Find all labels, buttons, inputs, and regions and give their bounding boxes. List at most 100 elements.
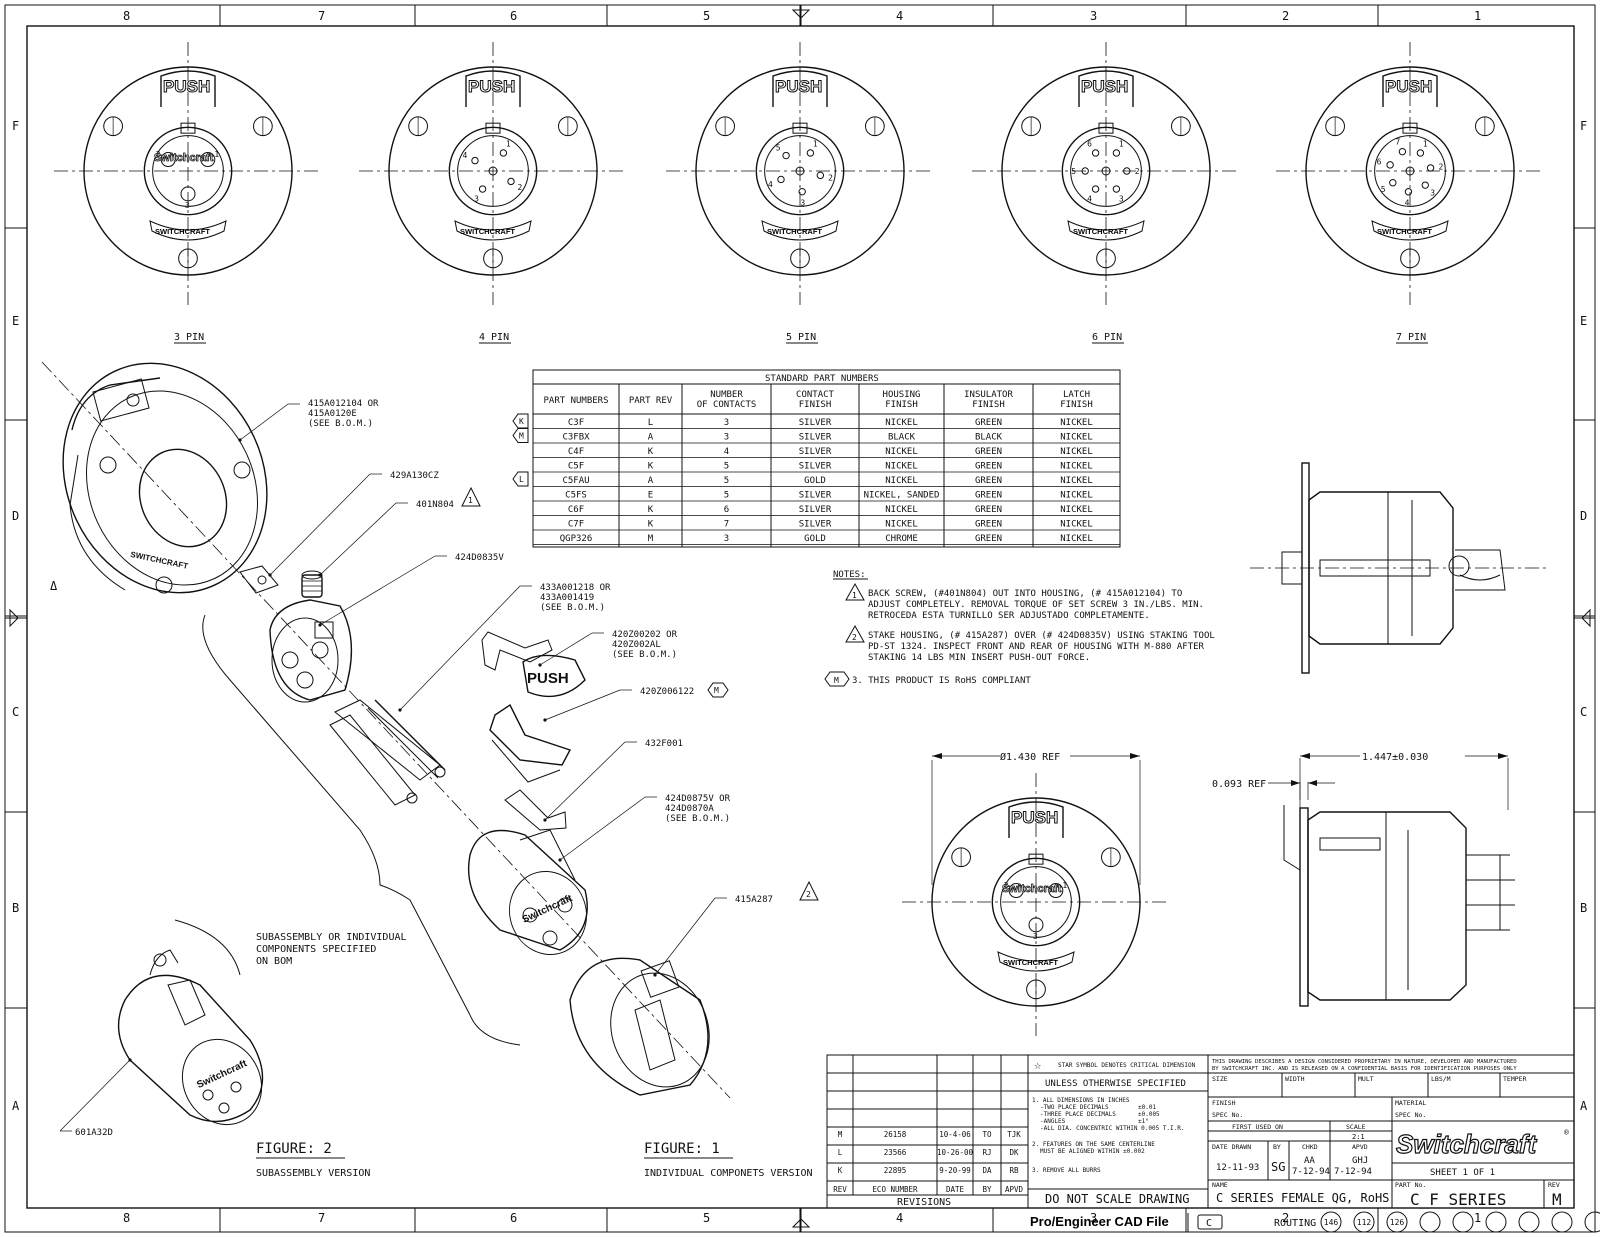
callout-mark: M xyxy=(714,686,719,695)
routing-code: 146 xyxy=(1324,1218,1339,1227)
table-cell: GREEN xyxy=(975,476,1002,486)
logo-band xyxy=(454,220,532,241)
callout-text: 424D0870A xyxy=(665,804,714,814)
revision-cell: 10-26-00 xyxy=(937,1148,974,1157)
zone-bottom-label: 3 xyxy=(1090,1211,1097,1225)
table-header: OF CONTACTS xyxy=(697,400,757,410)
svg-text:WIDTH: WIDTH xyxy=(1285,1075,1305,1083)
table-cell: GREEN xyxy=(975,462,1002,472)
zone-side-label: B xyxy=(12,901,19,915)
shell-part xyxy=(569,957,710,1096)
svg-text:CHKD: CHKD xyxy=(1302,1143,1318,1151)
table-cell: SILVER xyxy=(799,447,832,457)
key-slot xyxy=(792,122,808,134)
note-mark: M xyxy=(834,676,839,685)
leader-dot xyxy=(398,708,402,712)
contact-pin xyxy=(1426,164,1435,172)
svg-text:DATE DRAWN: DATE DRAWN xyxy=(1212,1143,1251,1151)
front-view-label: 6 PIN xyxy=(1092,332,1122,343)
note-line: RETROCEDA ESTA TURNILLO SER ADJUSTADO CO… xyxy=(868,611,1150,621)
flange-outline xyxy=(1305,66,1515,276)
table-header: PART NUMBERS xyxy=(543,396,608,406)
pin-number: 2 xyxy=(1438,162,1443,171)
pin-number: 2 xyxy=(1135,167,1140,176)
table-header: HOUSING xyxy=(883,390,921,400)
callout-text: 415A287 xyxy=(735,895,773,905)
figure1-caption: FIGURE: 1 INDIVIDUAL COMPONETS VERSION xyxy=(644,1141,813,1179)
connector-body xyxy=(1061,126,1151,216)
table-cell: GREEN xyxy=(975,534,1002,544)
revision-cell: 10-4-06 xyxy=(939,1130,971,1139)
note-line: STAKE HOUSING, (# 415A287) OVER (# 424D0… xyxy=(868,631,1215,641)
contact-pin xyxy=(1416,149,1425,157)
connector-inner xyxy=(764,135,836,207)
revision-cell: 26158 xyxy=(884,1130,907,1139)
leader-line xyxy=(399,585,521,711)
callout-text: 420Z00202 OR xyxy=(612,630,678,640)
leader-dot xyxy=(543,718,547,722)
revision-header-cell: DATE xyxy=(946,1185,965,1194)
table-cell: M xyxy=(648,534,654,544)
routing-circle xyxy=(1386,1211,1408,1233)
svg-text:-THREE PLACE DECIMALS: -THREE PLACE DECIMALS xyxy=(1040,1111,1116,1118)
table-cell: GOLD xyxy=(804,534,826,544)
front-view-label: 7 PIN xyxy=(1396,332,1426,343)
diameter-dimension: Ø1.430 REF xyxy=(931,751,1141,885)
zone-side-label: F xyxy=(1580,119,1587,133)
leader-line xyxy=(319,502,397,576)
push-label: PUSH xyxy=(163,77,210,96)
table-header: FINISH xyxy=(799,400,832,410)
pin-number: 1 xyxy=(1423,139,1428,148)
center-mark-top xyxy=(791,5,811,26)
rev-flag-letter: K xyxy=(519,417,524,426)
svg-text:±0.005: ±0.005 xyxy=(1138,1111,1160,1118)
table-cell: BLACK xyxy=(888,433,916,443)
pin-number: 3 xyxy=(1033,932,1038,941)
note-mark: 2 xyxy=(852,633,857,642)
revision-cell: DK xyxy=(1009,1148,1019,1157)
revision-cell: 23566 xyxy=(884,1148,907,1157)
routing-circle xyxy=(1518,1211,1540,1233)
svg-text:7-12-94: 7-12-94 xyxy=(1292,1167,1330,1177)
key-slot xyxy=(1098,122,1114,134)
svg-text:THIS DRAWING DESCRIBES A DESIG: THIS DRAWING DESCRIBES A DESIGN CONSIDER… xyxy=(1212,1059,1517,1065)
table-header: FINISH xyxy=(972,400,1005,410)
push-label: PUSH xyxy=(1081,77,1128,96)
connector-body xyxy=(1365,126,1455,216)
contact-pin xyxy=(798,187,806,196)
pin-number: 5 xyxy=(1381,185,1386,194)
routing-circle xyxy=(1452,1211,1474,1233)
callout-text: (SEE B.O.M.) xyxy=(612,650,677,660)
logo-text: SWITCHCRAFT xyxy=(1003,958,1058,967)
revision-cell: K xyxy=(838,1166,843,1175)
table-cell: SILVER xyxy=(799,491,832,501)
revision-cell: TO xyxy=(982,1130,992,1139)
svg-text:FINISH: FINISH xyxy=(1212,1099,1236,1107)
pin-number: 6 xyxy=(1087,139,1092,148)
table-cell: A xyxy=(648,433,654,443)
side-view-upper xyxy=(1250,462,1548,674)
svg-text:APVD: APVD xyxy=(1352,1143,1368,1151)
svg-text:3. REMOVE ALL BURRS: 3. REMOVE ALL BURRS xyxy=(1032,1167,1101,1174)
flange-outline xyxy=(931,797,1141,1007)
contact-pin xyxy=(160,152,176,168)
connector-body xyxy=(448,126,538,216)
flange-outline xyxy=(83,66,293,276)
svg-text:SPEC No.: SPEC No. xyxy=(1395,1111,1426,1119)
table-cell: NICKEL xyxy=(1060,520,1093,530)
figure1-title: FIGURE: 1 xyxy=(644,1141,720,1157)
svg-text:STAR SYMBOL DENOTES CRITICAL D: STAR SYMBOL DENOTES CRITICAL DIMENSION xyxy=(1058,1062,1196,1069)
callout: 415A287 2 xyxy=(653,880,819,977)
callout-mark: 2 xyxy=(806,890,811,899)
svg-text:NAME: NAME xyxy=(1212,1181,1228,1189)
table-cell: NICKEL xyxy=(1060,476,1093,486)
center-mark-bottom xyxy=(791,1208,811,1232)
contact-pin xyxy=(1389,179,1397,187)
table-cell: NICKEL xyxy=(1060,462,1093,472)
